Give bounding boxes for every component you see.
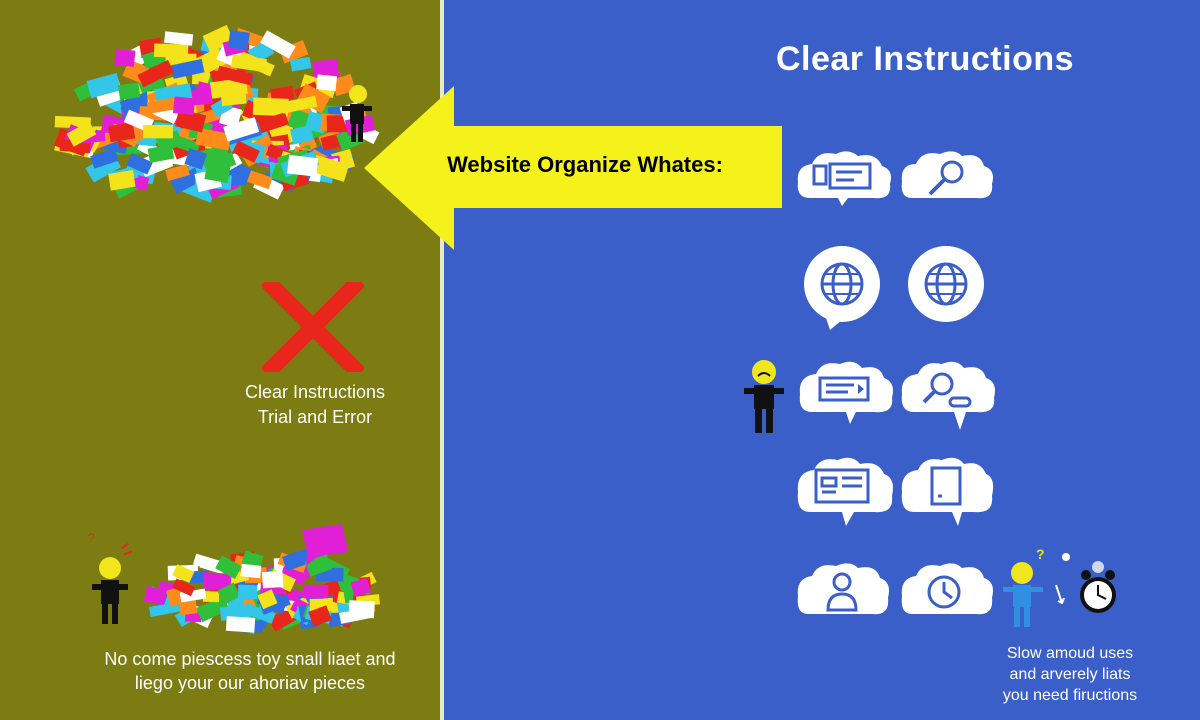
globe-icon <box>802 246 882 332</box>
ticket-icon <box>798 360 894 426</box>
tablet-icon <box>900 456 994 528</box>
magnifier-icon <box>900 150 994 208</box>
left-caption-line-2: liego your our ahoriav pieces <box>134 673 366 693</box>
left-caption-line-1: No come piescess toy snall liaet and <box>104 649 396 669</box>
svg-text:?: ? <box>1036 546 1045 562</box>
sad-figure-icon <box>740 358 790 438</box>
lego-pile-large <box>0 0 440 240</box>
confused-figure-icon: ? <box>88 530 148 626</box>
right-caption-line-3: you need fiructions <box>1002 687 1138 704</box>
document-icon <box>796 456 894 528</box>
id-card-icon <box>796 150 892 208</box>
right-caption-line-2: and arverely liats <box>1009 666 1131 683</box>
figure-on-pile-icon <box>338 84 374 146</box>
panel-divider <box>440 0 444 720</box>
arrow-label: Website Organize Whates: <box>447 152 723 177</box>
left-labels: Clear Instructions Trial and Error <box>215 380 415 430</box>
user-icon <box>796 562 890 620</box>
globe-icon <box>906 246 986 326</box>
right-caption: Slow amoud uses and arverely liats you n… <box>975 643 1165 706</box>
svg-text:?: ? <box>88 531 95 545</box>
label-trial-and-error: Trial and Error <box>257 407 373 427</box>
page-title: Clear Instructions <box>775 40 1075 78</box>
left-caption: No come piescess toy snall liaet and lie… <box>60 647 440 695</box>
lego-pile-small <box>0 0 440 720</box>
worried-figure-with-clock-icon: ? <box>1000 545 1124 631</box>
label-clear-instructions: Clear Instructions <box>244 382 386 402</box>
search-key-icon <box>900 360 996 432</box>
clock-icon <box>900 562 994 620</box>
red-cross-icon <box>260 274 366 380</box>
right-caption-line-1: Slow amoud uses <box>1006 645 1134 662</box>
arrow-left-icon <box>362 86 782 255</box>
